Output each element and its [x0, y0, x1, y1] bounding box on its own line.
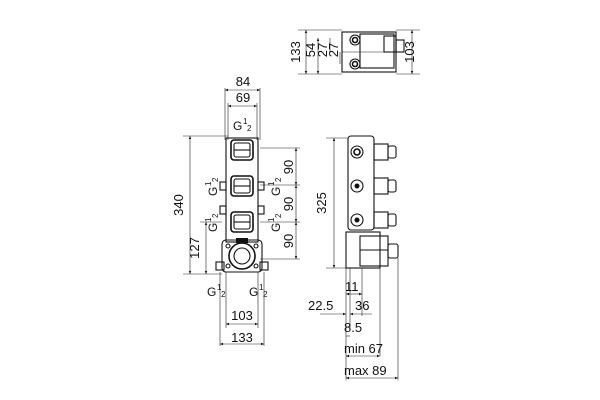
svg-text:1: 1 — [204, 217, 213, 222]
side-dim-min-67: min 67 — [344, 341, 383, 356]
side-dim-max-89: max 89 — [344, 363, 387, 378]
top-dim-133: 133 — [288, 41, 303, 63]
svg-text:2: 2 — [211, 213, 220, 218]
svg-text:2: 2 — [274, 213, 283, 218]
side-dim-8-5: 8.5 — [344, 320, 362, 335]
thread-label-low-right: G 1 2 — [267, 213, 283, 232]
front-view-body — [215, 137, 269, 273]
svg-text:G: G — [233, 119, 242, 133]
side-view: 325 — [308, 135, 399, 380]
svg-text:G: G — [249, 285, 258, 299]
svg-text:1: 1 — [267, 217, 276, 222]
top-dim-27a: 27 — [315, 43, 330, 57]
top-view-body — [341, 31, 405, 73]
thread-label-top: G 1 2 — [233, 117, 252, 133]
svg-text:G: G — [207, 285, 216, 299]
svg-text:G: G — [206, 187, 220, 196]
front-view: 84 69 340 127 90 90 90 — [171, 74, 300, 346]
front-dim-69: 69 — [236, 90, 250, 105]
front-dim-340: 340 — [171, 194, 186, 216]
top-dim-27b: 27 — [326, 43, 341, 57]
thread-label-mid-left: G 1 2 — [204, 177, 220, 196]
svg-text:2: 2 — [221, 290, 226, 299]
svg-text:2: 2 — [247, 124, 252, 133]
front-dim-133: 133 — [231, 330, 253, 345]
front-dim-84: 84 — [236, 74, 250, 89]
svg-text:2: 2 — [263, 290, 268, 299]
top-dim-103: 103 — [402, 41, 417, 63]
svg-text:1: 1 — [217, 283, 222, 292]
thread-label-mid-right: G 1 2 — [267, 177, 283, 196]
top-dim-54: 54 — [303, 43, 318, 57]
top-view: 133 54 27 27 103 — [288, 29, 420, 75]
svg-text:2: 2 — [274, 177, 283, 182]
front-dim-90-3: 90 — [281, 234, 296, 248]
side-view-body — [345, 135, 399, 269]
svg-text:1: 1 — [243, 117, 248, 126]
side-dim-11: 11 — [345, 279, 359, 294]
thread-label-bottom-left: G 1 2 — [207, 283, 226, 299]
thread-label-low-left: G 1 2 — [204, 213, 220, 232]
svg-text:1: 1 — [204, 181, 213, 186]
front-dim-90-1: 90 — [281, 160, 296, 174]
front-dim-127: 127 — [187, 237, 202, 259]
svg-text:G: G — [269, 223, 283, 232]
svg-text:2: 2 — [211, 177, 220, 182]
thread-label-bottom-right: G 1 2 — [249, 283, 268, 299]
front-dim-90-2: 90 — [281, 197, 296, 211]
side-dim-22-5: 22.5 — [308, 298, 333, 313]
svg-text:1: 1 — [259, 283, 264, 292]
front-dim-103: 103 — [231, 308, 253, 323]
side-dim-36: 36 — [355, 298, 369, 313]
side-dim-325: 325 — [314, 192, 329, 214]
svg-text:G: G — [269, 187, 283, 196]
svg-text:G: G — [206, 223, 220, 232]
svg-text:1: 1 — [267, 181, 276, 186]
